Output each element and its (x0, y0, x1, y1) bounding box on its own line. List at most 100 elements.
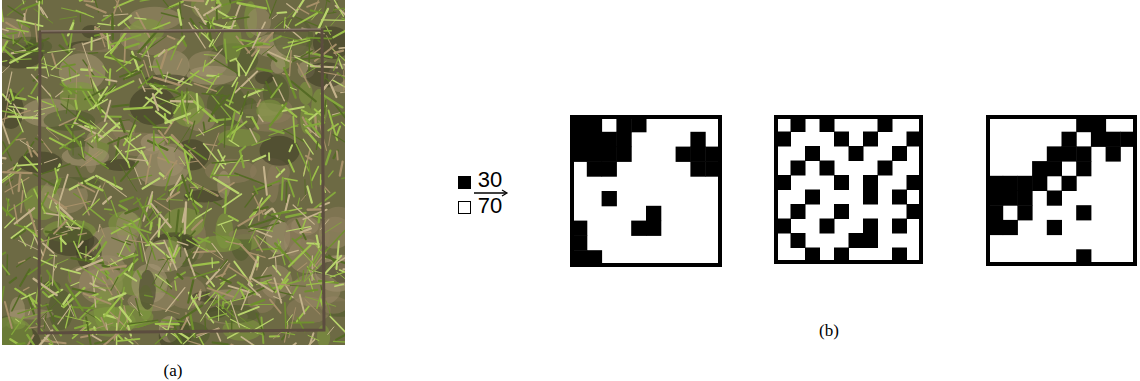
grass-blade (207, 288, 233, 297)
grass-blade (12, 345, 14, 346)
grass-blade (269, 0, 280, 18)
grass-blade (129, 175, 152, 179)
panel-label: (b) (819, 322, 839, 339)
grass-blade (328, 124, 338, 130)
occupied-cell (878, 161, 893, 176)
grass-blade (86, 5, 105, 13)
grass-blade (119, 205, 127, 210)
grass-blade (82, 43, 92, 72)
grass-blade (153, 94, 158, 110)
grass-blade (178, 274, 183, 279)
grass-blade (10, 339, 30, 345)
grass-blade (2, 207, 14, 218)
grass-blade (241, 291, 245, 300)
grass-blade (97, 134, 98, 141)
grass-blade (213, 232, 230, 241)
grass-blade (150, 0, 169, 7)
occupied-cell (834, 175, 849, 190)
grass-blade (58, 202, 59, 228)
grass-blade (63, 61, 78, 74)
grass-blade (313, 48, 322, 54)
grass-blade (301, 195, 306, 201)
grass-blade (95, 178, 98, 184)
grass-blade (61, 268, 80, 273)
occupied-cell (602, 191, 617, 206)
fraction-arrowhead (502, 190, 507, 196)
grass-blade (58, 306, 71, 324)
grass-blade (186, 88, 187, 108)
grass-blade (198, 238, 210, 242)
grass-blade (38, 2, 40, 31)
grass-blade (23, 14, 26, 20)
grass-blade (6, 72, 12, 100)
grass-blade (115, 146, 128, 162)
grass-blade (125, 44, 138, 48)
occupied-cell (863, 175, 878, 190)
grass-blade (273, 21, 283, 29)
grass-blade (312, 167, 319, 181)
occupied-cell (849, 146, 864, 161)
grass-blade (329, 171, 334, 177)
grass-blade (212, 243, 223, 257)
grass-blade (302, 271, 304, 280)
grass-blade (342, 18, 345, 26)
grass-blade (157, 194, 165, 200)
grass-blade (60, 45, 69, 53)
occupied-cell (1106, 146, 1121, 161)
grass-blade (301, 251, 317, 268)
grass-blade (46, 194, 66, 208)
grass-blade (176, 210, 178, 233)
grass-blade (272, 15, 277, 19)
grass-blade (240, 87, 267, 90)
grass-blade (168, 138, 170, 145)
grass-blade (185, 202, 186, 233)
grass-blade (293, 0, 310, 16)
grass-blade (105, 208, 112, 211)
grass-blade (22, 179, 27, 197)
grass-blade (334, 341, 345, 342)
soil-patch (94, 289, 115, 330)
grass-blade (152, 258, 168, 284)
grass-blade (131, 56, 140, 61)
grass-blade (270, 299, 281, 313)
occupied-cell (1047, 161, 1062, 176)
grass-blade (164, 161, 177, 179)
grass-blade (302, 110, 308, 113)
grass-blade (288, 180, 294, 197)
grass-blade (344, 264, 345, 270)
occupied-cell (1076, 117, 1091, 132)
grass-blade (289, 245, 310, 266)
grass-blade (324, 100, 326, 113)
occupied-cell (1032, 161, 1047, 176)
occupied-cell (892, 146, 907, 161)
grass-blade (156, 323, 179, 325)
grass-blade (330, 47, 345, 67)
grass-blade (182, 175, 189, 197)
grass-blade (208, 314, 226, 319)
grass-blade (103, 14, 128, 16)
grass-blade (199, 129, 204, 135)
grass-blade (254, 237, 262, 251)
grass-blade (283, 40, 310, 48)
grass-blade (212, 161, 241, 163)
grass-blade (117, 226, 137, 237)
grass-blade (289, 160, 294, 171)
grass-blade (317, 235, 319, 247)
grass-blade (104, 191, 108, 203)
fraction-bar (474, 192, 506, 194)
grass-blade (20, 140, 33, 148)
grass-blade (293, 205, 314, 224)
grass-blade (264, 167, 267, 195)
grass-blade (19, 260, 25, 263)
grass-blade (22, 310, 52, 318)
grass-blade (89, 323, 113, 331)
grass-blade (15, 208, 35, 224)
grass-blade (340, 162, 343, 176)
grass-blade (179, 157, 185, 166)
grass-blade (252, 118, 258, 129)
grass-blade (90, 283, 105, 290)
occupied-cell (1047, 191, 1062, 206)
occupied-cell (616, 132, 631, 147)
grass-blade (211, 258, 213, 268)
grass-blade (315, 44, 336, 61)
